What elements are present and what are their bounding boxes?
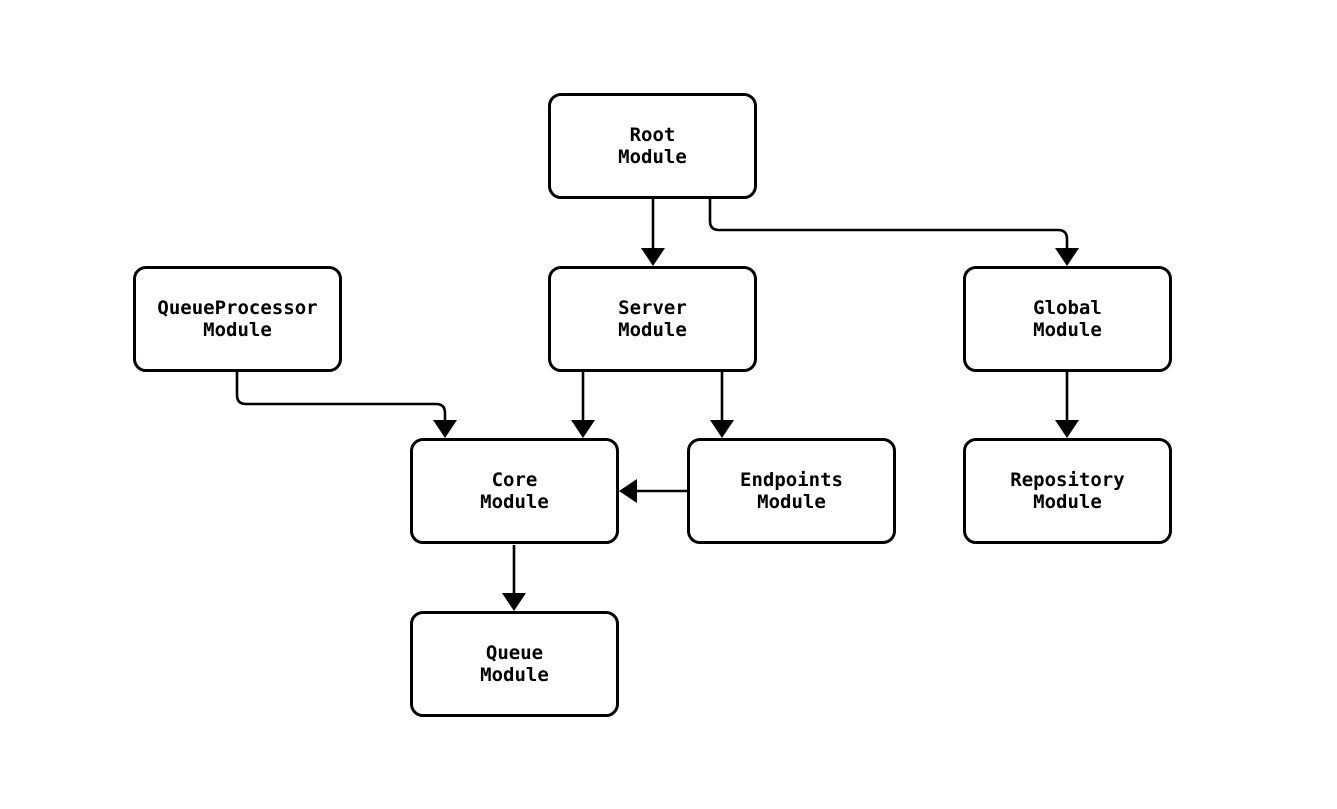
- edge-core-to-queue: [502, 545, 526, 611]
- node-label: QueueProcessor Module: [157, 296, 318, 341]
- edge-server-to-core: [571, 372, 595, 438]
- node-queue-module: Queue Module: [410, 611, 619, 717]
- edge-server-to-endpoints: [710, 372, 734, 438]
- node-label: Repository Module: [1010, 468, 1125, 513]
- arrowhead-icon: [1055, 420, 1079, 438]
- edge-endpoints-to-core: [619, 479, 687, 503]
- node-label: Server Module: [618, 296, 687, 341]
- node-repository-module: Repository Module: [963, 438, 1172, 544]
- node-label: Endpoints Module: [740, 468, 843, 513]
- node-label: Core Module: [480, 468, 549, 513]
- edge-root-to-server: [641, 199, 665, 266]
- arrowhead-icon: [619, 479, 637, 503]
- edge-global-to-repository: [1055, 372, 1079, 438]
- node-label: Root Module: [618, 123, 687, 168]
- node-root-module: Root Module: [548, 93, 757, 199]
- arrowhead-icon: [433, 420, 457, 438]
- arrowhead-icon: [641, 248, 665, 266]
- arrowhead-icon: [502, 593, 526, 611]
- arrowhead-icon: [710, 420, 734, 438]
- node-endpoints-module: Endpoints Module: [687, 438, 896, 544]
- arrowhead-icon: [1055, 248, 1079, 266]
- node-queueprocessor-module: QueueProcessor Module: [133, 266, 342, 372]
- node-label: Queue Module: [480, 641, 549, 686]
- edge-queueprocessor-to-core: [235, 372, 457, 438]
- node-global-module: Global Module: [963, 266, 1172, 372]
- node-server-module: Server Module: [548, 266, 757, 372]
- node-label: Global Module: [1033, 296, 1102, 341]
- arrowhead-icon: [571, 420, 595, 438]
- node-core-module: Core Module: [410, 438, 619, 544]
- edge-root-to-global: [708, 199, 1079, 266]
